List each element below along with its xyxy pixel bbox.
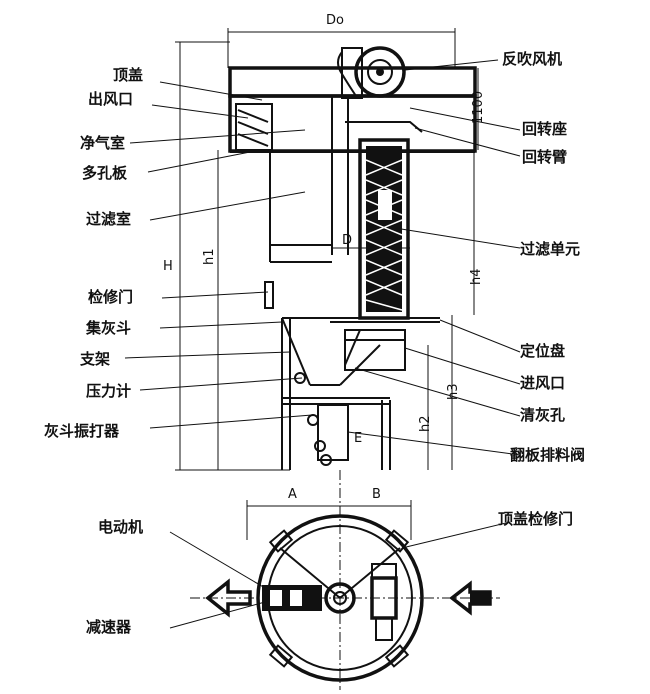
label-reverse-fan: 反吹风机 — [502, 50, 562, 68]
outlet-louvers — [235, 103, 273, 151]
inlet-arrow — [449, 580, 492, 616]
pressure-gauge-shape — [294, 372, 306, 384]
plan-view: A B — [190, 470, 500, 690]
label-ash-hopper: 集灰斗 — [85, 319, 131, 337]
elevation-view: Do H h1 1100 h4 h3 h2 — [163, 13, 486, 471]
flap-valve-shape: E — [307, 404, 362, 466]
label-top-cover: 顶盖 — [113, 66, 143, 84]
mark-e: E — [354, 431, 362, 446]
label-clean-chamber: 净气室 — [80, 134, 125, 152]
access-door-shape — [264, 281, 274, 309]
dim-h1: h1 — [202, 248, 217, 265]
label-reducer: 减速器 — [86, 618, 132, 636]
dim-b: B — [372, 487, 381, 502]
label-orifice-plate: 多孔板 — [82, 164, 128, 182]
label-flap-valve: 翻板排料阀 — [510, 446, 585, 464]
motor-shape — [262, 585, 322, 611]
label-access-door: 检修门 — [88, 288, 133, 306]
dim-do: Do — [326, 13, 344, 28]
rotary-arm-shape — [345, 121, 423, 133]
label-filter-unit: 过滤单元 — [520, 240, 580, 258]
reducer-shape — [370, 563, 398, 641]
label-top-cover-door: 顶盖检修门 — [498, 510, 573, 528]
filter-unit-shape — [358, 138, 410, 320]
label-rotary-arm: 回转臂 — [522, 148, 567, 166]
dim-h3: h3 — [446, 383, 461, 400]
dim-h4: h4 — [469, 268, 484, 285]
label-positioning-disc: 定位盘 — [520, 342, 565, 360]
label-filter-chamber: 过滤室 — [86, 210, 131, 228]
dim-a: A — [288, 487, 297, 502]
plan-outer-circle — [256, 514, 424, 682]
leader-lines — [124, 59, 521, 629]
support-shape — [281, 318, 391, 470]
label-hopper-vibrator: 灰斗振打器 — [44, 422, 120, 440]
label-cleanout-hole: 清灰孔 — [520, 406, 565, 424]
inlet-shape — [330, 317, 440, 371]
filter-chamber-shape — [269, 152, 332, 263]
label-inlet: 进风口 — [520, 374, 565, 392]
dim-h: H — [163, 259, 173, 274]
dim-d: D — [342, 233, 352, 248]
reverse-fan-shape — [337, 46, 406, 99]
label-support: 支架 — [79, 350, 110, 368]
label-rotary-seat: 回转座 — [522, 120, 567, 138]
label-motor: 电动机 — [98, 518, 143, 536]
dim-h2: h2 — [418, 415, 433, 432]
label-pressure-gauge: 压力计 — [86, 382, 131, 400]
label-outlet: 出风口 — [88, 90, 133, 108]
